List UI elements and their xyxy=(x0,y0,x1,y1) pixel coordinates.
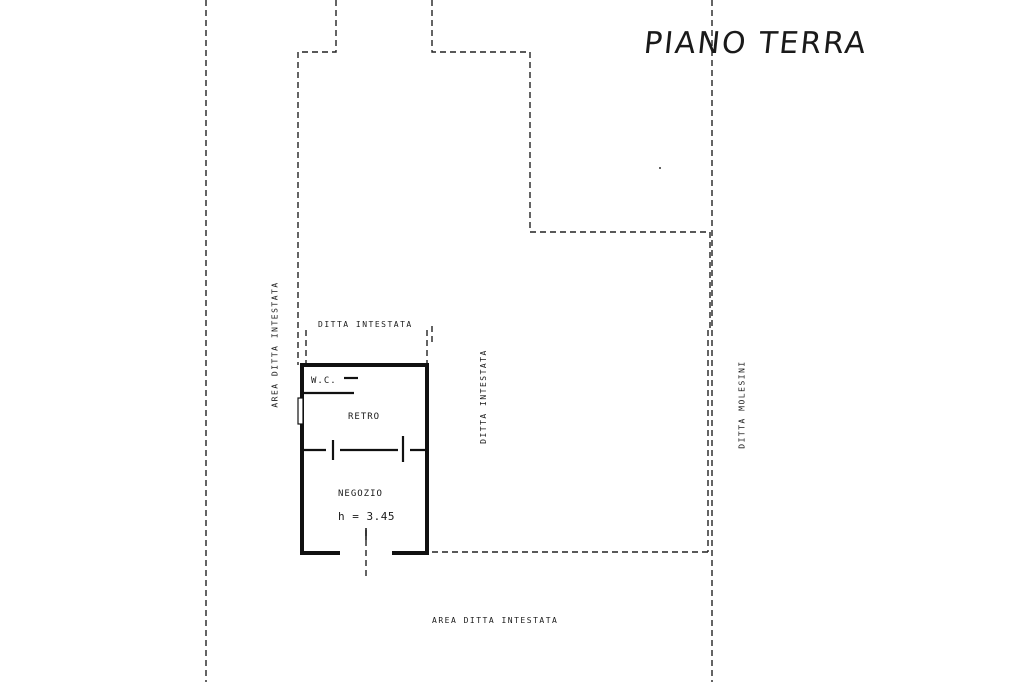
area-left-label: AREA DITTA INTESTATA xyxy=(270,281,280,408)
marker-dot xyxy=(659,167,661,169)
ditta-right-label: DITTA MOLESINI xyxy=(737,360,747,449)
plan-title: PIANO TERRA xyxy=(642,26,870,61)
boundary-notch-right xyxy=(431,0,711,330)
boundary-notch-left xyxy=(297,0,337,365)
ditta-center-label: DITTA INTESTATA xyxy=(478,349,488,444)
area-bottom-label: AREA DITTA INTESTATA xyxy=(432,616,559,625)
window-left xyxy=(297,397,304,425)
ceiling-height-label: h = 3.45 xyxy=(338,510,395,523)
wc-label: W.C. xyxy=(311,376,337,386)
retro-label: RETRO xyxy=(348,412,381,422)
negozio-label: NEGOZIO xyxy=(338,489,383,499)
shop-wall-left xyxy=(300,363,429,555)
ditta-top-label: DITTA INTESTATA xyxy=(318,320,413,329)
